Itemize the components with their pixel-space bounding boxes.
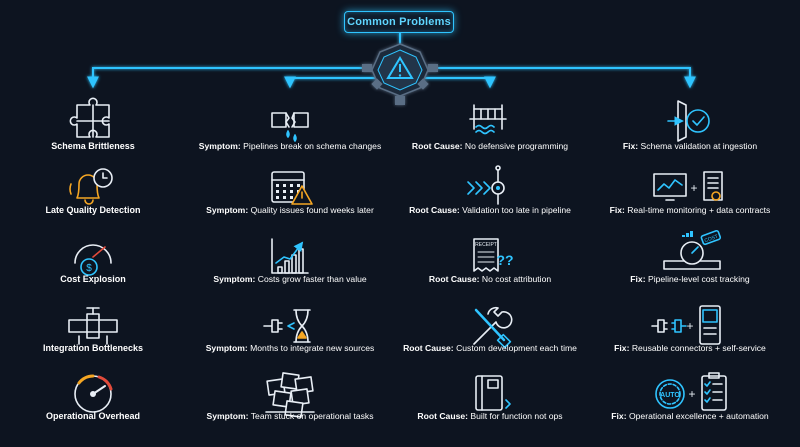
symptom-label-prefix: Symptom: (198, 141, 241, 151)
symptom-label-prefix: Symptom: (206, 205, 249, 215)
root-cause-label-text: No cost attribution (479, 274, 552, 284)
auto-checklist-icon: AUTO + (655, 372, 727, 411)
gauge-dollar-icon: $ (74, 244, 112, 276)
problem-label: Operational Overhead (45, 411, 141, 421)
page-title: Common Problems (344, 11, 454, 33)
root-cause-label-text: Custom development each time (453, 343, 577, 353)
gauge-red-icon (74, 374, 113, 413)
svg-text:+: + (690, 181, 697, 195)
root-cause-label-text: No defensive programming (462, 141, 569, 151)
fix-label: Fix: Schema validation at ingestion (623, 141, 757, 151)
fix-label-text: Reusable connectors + self-service (629, 343, 766, 353)
root-cause-label: Root Cause: No cost attribution (429, 274, 551, 284)
fix-label-prefix: Fix: (614, 343, 630, 353)
fix-label-text: Schema validation at ingestion (638, 141, 758, 151)
pipe-valve-icon (68, 307, 118, 345)
broken-pipe-icon (271, 112, 309, 142)
root-cause-label-prefix: Root Cause: (403, 343, 454, 353)
bell-clock-icon (69, 168, 113, 205)
symptom-label-text: Months to integrate new sources (247, 343, 375, 353)
svg-text:$: $ (86, 263, 92, 274)
puzzle-icon (69, 97, 110, 138)
svg-text:+: + (688, 387, 695, 401)
auto-text: AUTO (660, 392, 680, 399)
fix-label-prefix: Fix: (611, 411, 627, 421)
branch-mid-left (284, 76, 378, 89)
fix-label: Fix: Reusable connectors + self-service (614, 343, 766, 353)
row-icons: + $ RECEIPT?? COST + AUTO + (68, 97, 727, 418)
fix-label-prefix: Fix: (609, 205, 625, 215)
symptom-label: Symptom: Pipelines break on schema chang… (199, 141, 381, 151)
growth-chart-icon (271, 238, 309, 274)
fix-label: Fix: Real-time monitoring + data contrac… (610, 205, 771, 215)
paper-pile-icon (265, 372, 315, 418)
root-cause-label-prefix: Root Cause: (411, 141, 463, 151)
plug-hourglass-icon (263, 309, 311, 343)
calendar-warning-icon (271, 171, 313, 205)
root-cause-label-text: Built for function not ops (468, 411, 563, 421)
receipt-mark: ?? (496, 252, 513, 268)
root-cause-label: Root Cause: Built for function not ops (417, 411, 562, 421)
shield-check-icon (667, 100, 710, 142)
svg-text:+: + (686, 319, 693, 333)
pipeline-cost-icon: COST (663, 229, 722, 270)
ladder-water-icon (469, 104, 507, 135)
symptom-label: Symptom: Months to integrate new sources (206, 343, 375, 353)
distribution-bracket (87, 33, 696, 89)
symptom-label: Symptom: Team stuck on operational tasks (206, 411, 373, 421)
wrench-screwdriver-icon (473, 306, 513, 349)
branch-right (438, 67, 696, 89)
symptom-label-prefix: Symptom: (205, 343, 248, 353)
fix-label-prefix: Fix: (630, 274, 646, 284)
receipt-question-icon: RECEIPT?? (473, 238, 514, 272)
symptom-label: Symptom: Costs grow faster than value (213, 274, 366, 284)
root-cause-label: Root Cause: Custom development each time (403, 343, 577, 353)
symptom-label-prefix: Symptom: (206, 411, 249, 421)
symptom-label-text: Quality issues found weeks later (248, 205, 374, 215)
symptom-label: Symptom: Quality issues found weeks late… (206, 205, 374, 215)
symptom-label-text: Pipelines break on schema changes (240, 141, 382, 151)
root-cause-label-prefix: Root Cause: (409, 205, 460, 215)
warning-hub-icon (362, 43, 438, 105)
fix-label-text: Pipeline-level cost tracking (645, 274, 750, 284)
fix-label-text: Operational excellence + automation (626, 411, 769, 421)
fix-label: Fix: Operational excellence + automation (611, 411, 768, 421)
branch-left (87, 67, 362, 89)
symptom-label-prefix: Symptom: (213, 274, 256, 284)
symptom-label-text: Team stuck on operational tasks (248, 411, 374, 421)
root-cause-label: Root Cause: No defensive programming (412, 141, 568, 151)
monitor-contract-icon: + (653, 171, 723, 201)
problem-label: Schema Brittleness (51, 141, 135, 151)
root-cause-label-text: Validation too late in pipeline (459, 205, 571, 215)
root-cause-label-prefix: Root Cause: (417, 411, 469, 421)
root-cause-label-prefix: Root Cause: (428, 274, 480, 284)
row-arrows (130, 115, 635, 400)
plug-kiosk-icon: + (651, 305, 721, 345)
root-cause-label: Root Cause: Validation too late in pipel… (409, 205, 571, 215)
fix-label: Fix: Pipeline-level cost tracking (630, 274, 749, 284)
problem-label: Integration Bottlenecks (42, 343, 144, 353)
fix-label-text: Real-time monitoring + data contracts (624, 205, 771, 215)
problem-label: Late Quality Detection (45, 205, 141, 215)
chevrons-node-icon (467, 165, 505, 205)
manual-book-icon (475, 375, 511, 411)
symptom-label-text: Costs grow faster than value (255, 274, 367, 284)
branch-mid-right (422, 76, 496, 89)
problem-label: Cost Explosion (60, 274, 126, 284)
receipt-text: RECEIPT (475, 242, 497, 248)
cost-tag-text: COST (704, 234, 719, 244)
fix-label-prefix: Fix: (622, 141, 639, 151)
